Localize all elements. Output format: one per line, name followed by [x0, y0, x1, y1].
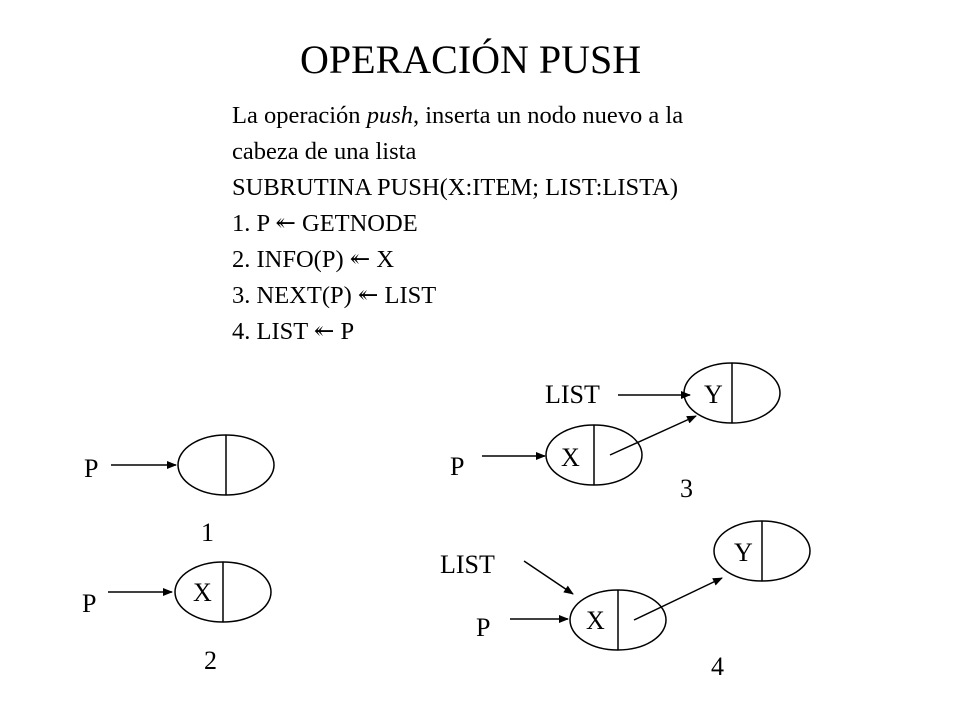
- slide-title: OPERACIÓN PUSH: [300, 37, 642, 82]
- step1-number: 1: [201, 518, 214, 547]
- step2-pointer-label: P: [82, 589, 96, 618]
- description-suffix: , inserta un nodo nuevo a la: [412, 102, 684, 129]
- step3-list-label: LIST: [545, 380, 600, 409]
- step4-number: 4: [711, 652, 724, 681]
- step4-next-arrow: [633, 577, 723, 621]
- diagram-step-2: P X 2: [82, 561, 272, 675]
- diagram-step-4: Y LIST P X 4: [440, 520, 811, 681]
- step4-node-info: X: [586, 606, 605, 635]
- step4-next-node-info: Y: [734, 538, 753, 567]
- description-emphasis: push: [366, 102, 413, 129]
- description-block: La operación push, inserta un nodo nuevo…: [232, 98, 683, 350]
- step4-list-label: LIST: [440, 550, 495, 579]
- step-line-3: 3. NEXT(P) ↞ LIST: [232, 282, 437, 309]
- step-line-1: 1. P ↞ GETNODE: [232, 210, 418, 237]
- step3-node-info: X: [561, 443, 580, 472]
- step-line-4: 4. LIST ↞ P: [232, 318, 355, 345]
- step4-pointer-label: P: [476, 613, 490, 642]
- subroutine-header: SUBRUTINA PUSH(X:ITEM; LIST:LISTA): [232, 174, 678, 201]
- step3-next-node-info: Y: [704, 380, 723, 409]
- diagram-step-3: LIST Y P X 3: [450, 362, 781, 503]
- diagram-step-1: P 1: [84, 434, 275, 547]
- step3-number: 3: [680, 474, 693, 503]
- step2-number: 2: [204, 646, 217, 675]
- step-line-2: 2. INFO(P) ↞ X: [232, 246, 395, 273]
- description-line-1: La operación push, inserta un nodo nuevo…: [232, 98, 683, 134]
- step4-list-arrow: [523, 560, 574, 595]
- step3-pointer-label: P: [450, 452, 464, 481]
- step1-pointer-label: P: [84, 454, 98, 483]
- description-line-2: cabeza de una lista: [232, 138, 417, 165]
- description-prefix: La operación: [232, 102, 367, 129]
- step2-node-info: X: [193, 578, 212, 607]
- step3-next-arrow: [609, 415, 697, 456]
